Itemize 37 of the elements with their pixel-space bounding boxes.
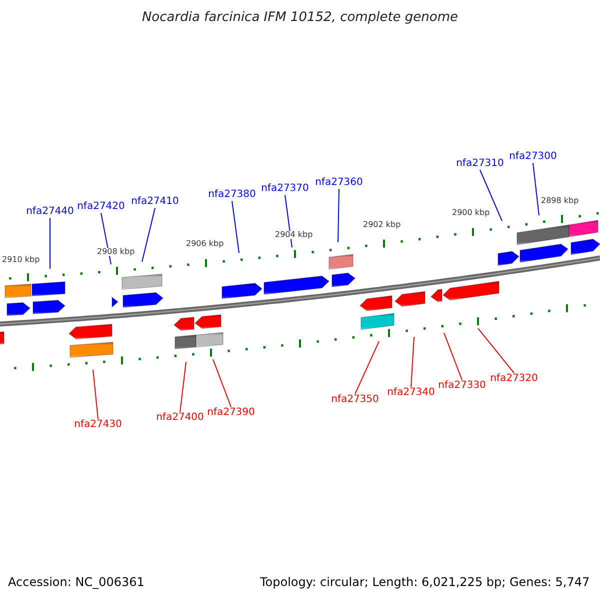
leader-line	[532, 162, 540, 216]
leader-line	[232, 200, 240, 254]
leader-line	[478, 328, 514, 374]
scale-label: 2898 kbp	[541, 197, 579, 205]
scale-label: 2910 kbp	[2, 256, 40, 264]
gene-label: nfa27370	[261, 184, 309, 194]
footer-text: Topology: circular; Length: 6,021,225 bp; Genes: 5,747	[260, 576, 590, 588]
leader-line	[410, 336, 414, 388]
gene-label: nfa27350	[331, 395, 379, 405]
leader-line	[142, 208, 156, 262]
leader-line	[480, 170, 502, 222]
leader-line	[338, 188, 340, 243]
gene-label: nfa27310	[456, 159, 504, 169]
leader-line	[444, 332, 462, 380]
scale-label: 2904 kbp	[275, 231, 313, 239]
leader-line	[212, 358, 232, 408]
gene-label: nfa27380	[208, 190, 256, 200]
gene-label: nfa27320	[490, 374, 538, 384]
scale-label: 2906 kbp	[186, 240, 224, 248]
scale-label: 2908 kbp	[97, 248, 135, 256]
scale-label: 2900 kbp	[452, 209, 490, 217]
gene-label: nfa27400	[156, 413, 204, 423]
scale-label: 2902 kbp	[363, 221, 401, 229]
diagram-title: Nocardia farcinica IFM 10152, complete genome	[142, 11, 458, 24]
leader-line	[354, 340, 380, 394]
gene-label: nfa27300	[509, 152, 557, 162]
leader-line	[92, 369, 98, 420]
leader-line	[180, 361, 186, 412]
gene-label: nfa27420	[77, 202, 125, 212]
gene-label: nfa27390	[207, 408, 255, 418]
footer-text: Accession: NC_006361	[8, 576, 144, 588]
gene-label: nfa27360	[315, 178, 363, 188]
gene-label: nfa27430	[74, 420, 122, 430]
gene-label: nfa27440	[26, 207, 74, 217]
gene-label: nfa27410	[131, 197, 179, 207]
gene-label: nfa27340	[387, 388, 435, 398]
gene-label: nfa27330	[438, 381, 486, 391]
